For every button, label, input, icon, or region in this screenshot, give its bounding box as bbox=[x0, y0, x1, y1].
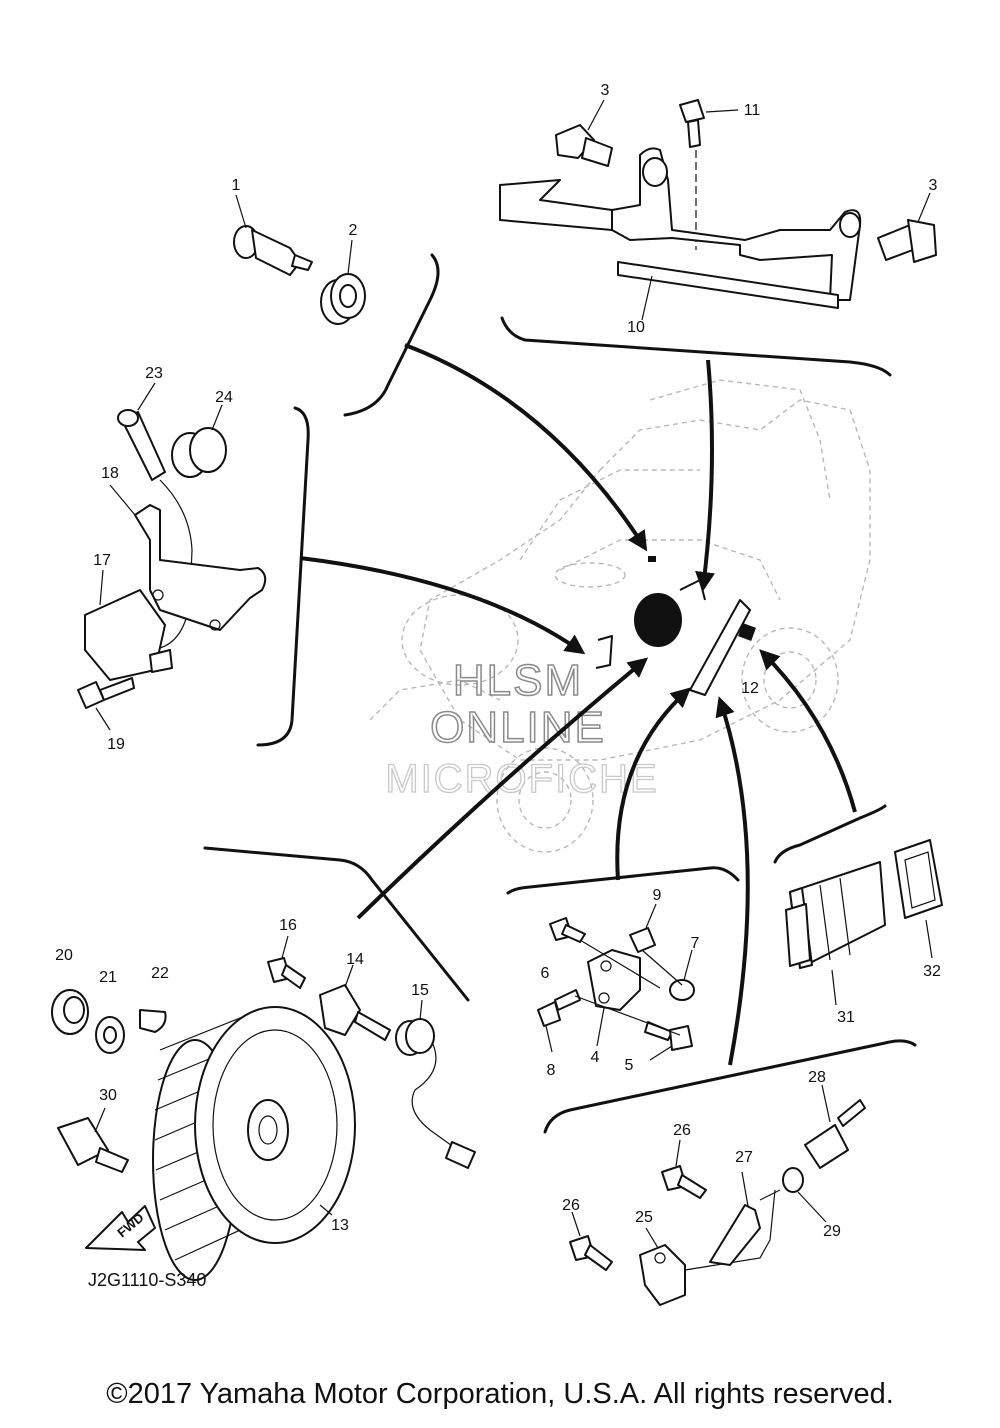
callout-9: 9 bbox=[653, 887, 662, 904]
callout-12: 12 bbox=[741, 680, 759, 697]
bracket-set-dashes bbox=[574, 939, 683, 1036]
callout-6: 6 bbox=[541, 965, 550, 982]
callout-31: 31 bbox=[837, 1009, 855, 1026]
callout-27: 27 bbox=[735, 1149, 753, 1166]
callout-16: 16 bbox=[279, 917, 297, 934]
part-29-o-ring bbox=[782, 1167, 827, 1223]
callout-8: 8 bbox=[547, 1062, 556, 1079]
part-19-screw bbox=[77, 677, 135, 731]
part-13-flywheel bbox=[152, 1006, 356, 1281]
part-23-plug-cap bbox=[117, 382, 193, 649]
part-25-bracket bbox=[639, 1189, 776, 1306]
part-9-nut bbox=[629, 903, 657, 953]
callout-1: 1 bbox=[232, 177, 241, 194]
callout-25: 25 bbox=[635, 1209, 653, 1226]
callout-15: 15 bbox=[411, 982, 429, 999]
part-30-sensor bbox=[57, 1107, 129, 1173]
part-3-bolt-right bbox=[877, 192, 937, 263]
callout-30: 30 bbox=[99, 1087, 117, 1104]
vehicle-highlighted-parts bbox=[595, 556, 756, 696]
part-1-switch bbox=[233, 194, 313, 276]
section-brackets bbox=[203, 253, 917, 1134]
callout-7: 7 bbox=[691, 935, 700, 952]
callout-13: 13 bbox=[331, 1217, 349, 1234]
callout-21: 21 bbox=[99, 969, 117, 986]
callout-2: 2 bbox=[349, 222, 358, 239]
part-26-bolt-upper bbox=[661, 1139, 707, 1199]
callout-32: 32 bbox=[923, 963, 941, 980]
part-15-grommet bbox=[395, 999, 476, 1169]
part-2-grommet bbox=[320, 239, 366, 325]
leader-arrows bbox=[299, 343, 857, 1066]
part-7-nut bbox=[669, 949, 695, 1001]
vehicle-outline bbox=[369, 379, 871, 853]
callout-14: 14 bbox=[346, 951, 364, 968]
part-11-bolt bbox=[679, 99, 739, 250]
callout-3b: 3 bbox=[929, 177, 938, 194]
callout-19: 19 bbox=[107, 736, 125, 753]
part-16-bolt bbox=[267, 935, 306, 989]
callout-17: 17 bbox=[93, 552, 111, 569]
part-10-bracket bbox=[499, 147, 862, 321]
callout-labels: 1 2 3 3 4 5 6 7 8 9 10 11 12 13 14 15 16… bbox=[55, 82, 941, 1240]
part-20-nut bbox=[51, 989, 89, 1035]
svg-text:ONLINE: ONLINE bbox=[430, 703, 606, 752]
svg-text:HLSM: HLSM bbox=[453, 656, 583, 705]
fwd-arrow: FWD bbox=[85, 1205, 156, 1251]
callout-11: 11 bbox=[744, 102, 761, 119]
part-17-ignition-coil bbox=[84, 569, 173, 681]
part-28-sensor bbox=[804, 1084, 866, 1169]
callout-24: 24 bbox=[215, 389, 233, 406]
part-4-bracket bbox=[587, 949, 641, 1047]
catalog-code: J2G1110-S340 bbox=[88, 1270, 207, 1290]
part-31-ecu bbox=[785, 861, 886, 1006]
part-27-lever bbox=[709, 1171, 781, 1266]
callout-28: 28 bbox=[808, 1069, 826, 1086]
callout-4: 4 bbox=[591, 1049, 600, 1066]
callout-3a: 3 bbox=[601, 82, 610, 99]
part-32-connector-cover bbox=[894, 839, 943, 959]
callout-20: 20 bbox=[55, 947, 73, 964]
part-3-bolt-left bbox=[555, 99, 613, 167]
callout-10: 10 bbox=[627, 319, 645, 336]
part-8-bolt bbox=[537, 989, 581, 1053]
callout-29: 29 bbox=[823, 1223, 841, 1240]
part-5-bolt bbox=[644, 1021, 693, 1061]
part-18-bracket bbox=[109, 484, 267, 631]
part-14-pickup-coil bbox=[319, 964, 391, 1041]
callout-5: 5 bbox=[625, 1057, 634, 1074]
copyright-notice: ©2017 Yamaha Motor Corporation, U.S.A. A… bbox=[106, 1378, 894, 1410]
part-6-bolt bbox=[549, 917, 586, 943]
part-21-washer bbox=[95, 1016, 125, 1054]
callout-18: 18 bbox=[101, 465, 119, 482]
part-24-grommet bbox=[171, 404, 227, 478]
callout-26b: 26 bbox=[562, 1197, 580, 1214]
part-26-bolt-lower bbox=[569, 1211, 613, 1271]
callout-23: 23 bbox=[145, 365, 163, 382]
callout-22: 22 bbox=[151, 965, 169, 982]
callout-26a: 26 bbox=[673, 1122, 691, 1139]
watermark: HLSM ONLINE MICROFICHE bbox=[385, 655, 658, 801]
part-22-key bbox=[139, 1009, 167, 1033]
